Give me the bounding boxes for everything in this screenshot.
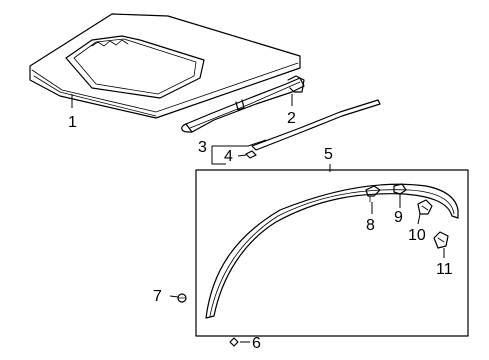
callout-4: 4 xyxy=(224,148,233,165)
plug-7 xyxy=(177,293,187,303)
clip-11 xyxy=(433,231,449,249)
callout-7: 7 xyxy=(153,288,162,305)
callout-1: 1 xyxy=(68,114,77,131)
drip-molding-group xyxy=(195,169,469,337)
callout-6: 6 xyxy=(252,335,261,352)
callout-11: 11 xyxy=(436,261,453,278)
molding-clip xyxy=(245,150,257,159)
clip-9 xyxy=(393,183,407,195)
callout-10: 10 xyxy=(408,227,426,244)
callout-3: 3 xyxy=(198,139,207,156)
roof-molding xyxy=(251,99,381,151)
callout-8: 8 xyxy=(366,217,375,234)
leader-lines xyxy=(71,94,445,343)
clip-10 xyxy=(417,199,433,215)
roof-rail xyxy=(181,75,305,133)
roof-panel xyxy=(29,13,301,119)
fastener-6 xyxy=(229,337,239,347)
clip-8 xyxy=(365,185,381,203)
callout-9: 9 xyxy=(394,209,403,226)
callout-2: 2 xyxy=(287,110,296,127)
callout-5: 5 xyxy=(324,146,333,163)
